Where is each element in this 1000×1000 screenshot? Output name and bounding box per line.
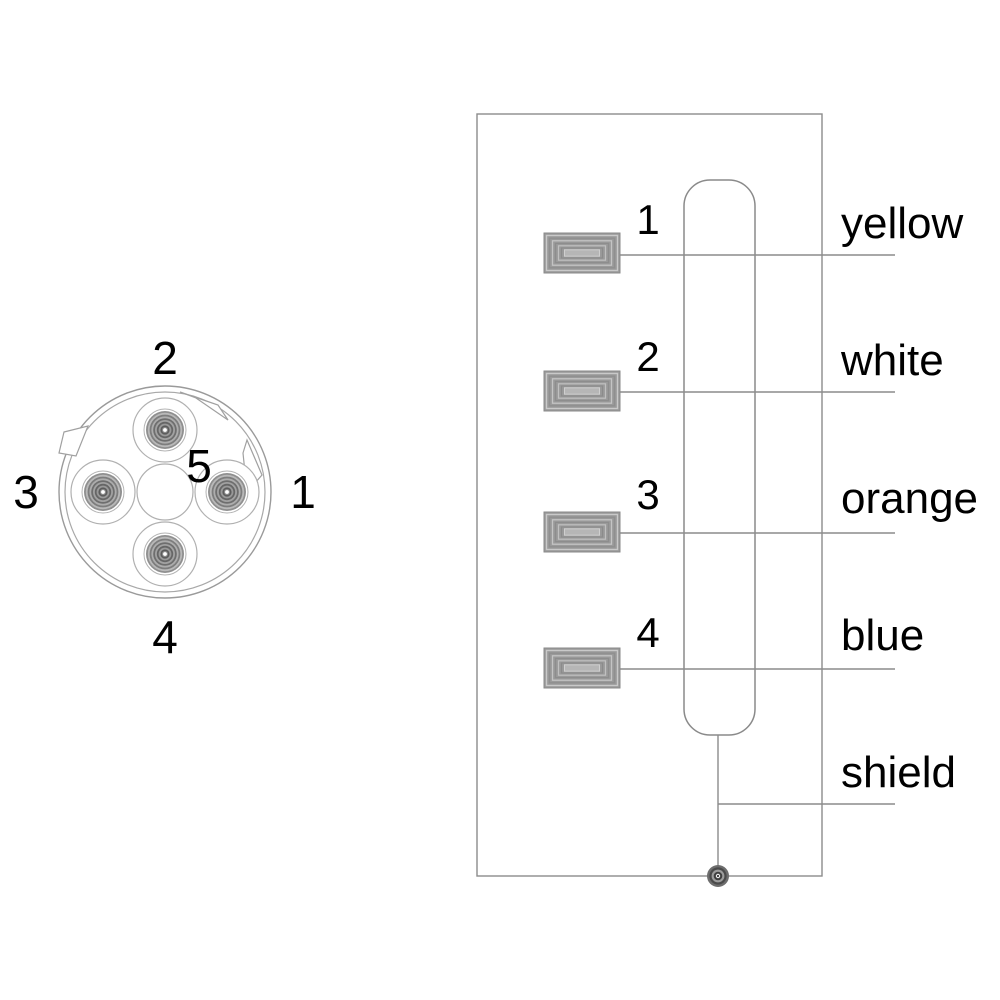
keyway-notch-left <box>58 425 89 457</box>
panel-pin-label-2: 2 <box>636 333 659 380</box>
face-pin-label-1: 1 <box>290 466 316 518</box>
face-pin-label-4: 4 <box>152 611 178 663</box>
wiring-panel: 1 yellow 2 white 3 orange <box>476 113 978 887</box>
terminal-pad-3 <box>543 511 621 553</box>
wire-row-4: 4 blue <box>543 609 924 689</box>
ground-point-icon <box>707 865 729 887</box>
panel-enclosure <box>476 113 823 877</box>
wire-row-2: 2 white <box>543 333 944 412</box>
wire-color-label-orange: orange <box>841 474 978 523</box>
connector-inner-shell <box>64 391 266 593</box>
pin-contact-3 <box>81 470 125 514</box>
face-pin-label-3: 3 <box>13 466 39 518</box>
wire-color-label-yellow: yellow <box>841 199 963 248</box>
pin-contact-1 <box>205 470 249 514</box>
wire-color-label-blue: blue <box>841 611 924 660</box>
terminal-pad-1 <box>543 232 621 274</box>
face-pin-label-2: 2 <box>152 332 178 384</box>
shield-row: shield <box>707 735 956 887</box>
terminal-pad-2 <box>543 370 621 412</box>
face-pin-label-5: 5 <box>186 440 212 492</box>
pin-bore-5-center <box>136 463 194 521</box>
terminal-pad-4 <box>543 647 621 689</box>
keyway-notch-top <box>179 391 229 421</box>
panel-pin-label-4: 4 <box>636 609 659 656</box>
panel-pin-label-1: 1 <box>636 196 659 243</box>
wire-color-label-shield: shield <box>841 748 956 797</box>
wire-row-3: 3 orange <box>543 471 978 553</box>
cable-body <box>683 179 756 736</box>
wire-row-1: 1 yellow <box>543 196 963 274</box>
connector-face-view: 2 1 3 4 5 <box>13 332 316 663</box>
panel-pin-label-3: 3 <box>636 471 659 518</box>
pin-contact-4 <box>143 532 187 576</box>
pin-contact-2 <box>143 408 187 452</box>
wire-color-label-white: white <box>840 336 944 385</box>
